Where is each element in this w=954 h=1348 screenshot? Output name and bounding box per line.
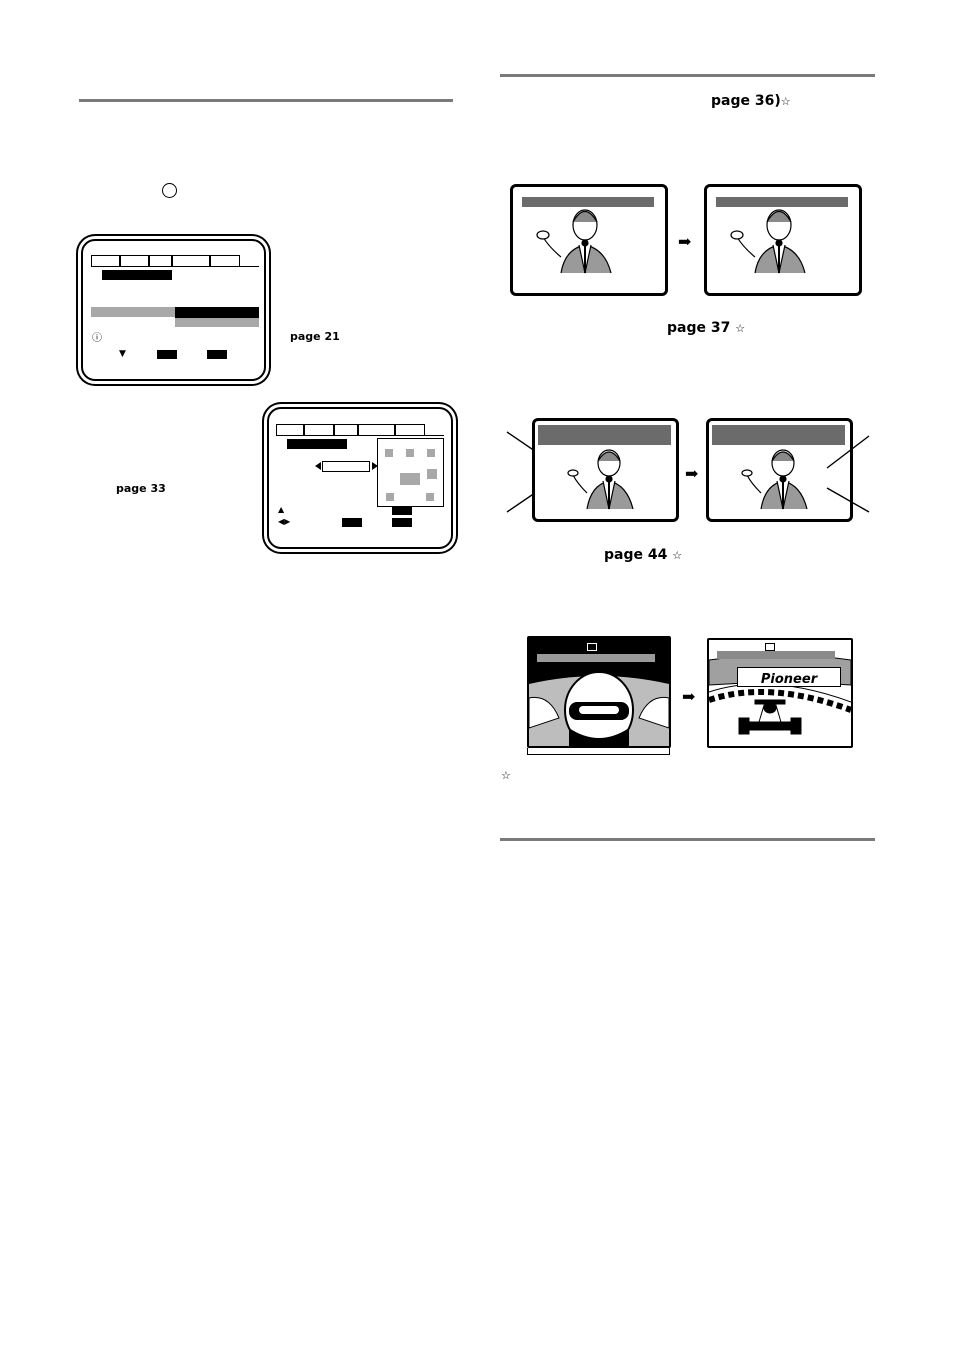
osd-tab xyxy=(358,424,395,435)
subtitle-bar xyxy=(538,425,671,445)
osd-button-2 xyxy=(207,350,227,359)
osd-menu-screen-1: ⓘ ▼ xyxy=(81,239,266,381)
subtitle-bar xyxy=(712,425,845,445)
star-icon: ☆ xyxy=(672,549,683,562)
speaker-front-left-icon xyxy=(385,449,393,457)
racer-helmet-illustration xyxy=(529,638,669,746)
osd-right-arrow-icon xyxy=(372,462,378,470)
osd-tab xyxy=(172,255,210,266)
presenter-illustration xyxy=(567,449,634,510)
osd-tab xyxy=(91,255,120,266)
osd-tabs xyxy=(91,255,259,267)
speaker-center-icon xyxy=(406,449,414,457)
subtitle-bar xyxy=(522,197,654,207)
osd-option xyxy=(175,318,259,327)
camera-icon xyxy=(765,643,775,651)
listener-sofa-icon xyxy=(400,473,420,485)
osd-speaker-setup-screen: ▲ ◀▶ xyxy=(267,407,453,549)
page-ref-33: page 33 xyxy=(116,482,166,495)
osd-tabs xyxy=(276,424,444,436)
camera-icon xyxy=(587,643,597,651)
tv-screen-presenter-before xyxy=(510,184,668,296)
osd-menu-title-bar xyxy=(287,439,347,449)
osd-value-box xyxy=(322,461,370,472)
presenter-illustration xyxy=(730,209,806,274)
speaker-subwoofer-icon xyxy=(427,469,437,479)
page-ref-36: page 36)☆ xyxy=(711,93,791,109)
page-ref-37: page 37 ☆ xyxy=(667,320,745,336)
subtitle-bar xyxy=(716,197,848,207)
left-right-arrows-icon: ◀▶ xyxy=(278,517,291,526)
presenter-illustration xyxy=(536,209,612,274)
frame-underline xyxy=(527,748,670,755)
camera-angle-lines-right xyxy=(826,435,870,513)
presenter-illustration xyxy=(741,449,808,510)
transition-arrow-icon: ➡ xyxy=(682,687,696,706)
subtitle-bar xyxy=(717,651,835,659)
page-ref-44-text: page 44 xyxy=(604,547,668,563)
osd-menu-title-bar xyxy=(102,270,172,280)
section-rule-right-top xyxy=(500,74,875,77)
osd-tab xyxy=(149,255,172,266)
brand-logo: Pioneer xyxy=(760,672,818,687)
transition-arrow-icon: ➡ xyxy=(685,464,699,483)
osd-button-1 xyxy=(342,518,362,527)
osd-tab xyxy=(334,424,358,435)
osd-selected-option xyxy=(175,307,259,318)
speaker-front-right-icon xyxy=(427,449,435,457)
osd-tab-active xyxy=(210,255,240,266)
osd-button xyxy=(392,506,412,515)
transition-arrow-icon: ➡ xyxy=(678,232,692,251)
brand-logo-banner: Pioneer xyxy=(737,667,841,687)
section-rule-right-bottom xyxy=(500,838,875,841)
osd-button-1 xyxy=(157,350,177,359)
osd-tab xyxy=(395,424,425,435)
speaker-surround-left-icon xyxy=(386,493,394,501)
tv-screen-race-car: Pioneer xyxy=(707,638,853,748)
page-ref-21: page 21 xyxy=(290,330,340,343)
osd-left-arrow-icon xyxy=(315,462,321,470)
page-ref-37-text: page 37 xyxy=(667,320,731,336)
speaker-surround-right-icon xyxy=(426,493,434,501)
tv-screen-racer-helmet xyxy=(527,636,671,748)
section-rule-left xyxy=(79,99,453,102)
circle-marker-icon xyxy=(162,183,177,198)
speaker-layout-panel xyxy=(377,438,444,507)
osd-tab-active xyxy=(304,424,334,435)
star-icon: ☆ xyxy=(735,322,746,335)
page-ref-44: page 44 ☆ xyxy=(604,547,682,563)
page-ref-36-text: page 36) xyxy=(711,93,781,109)
subtitle-bar xyxy=(537,654,655,662)
osd-highlight-row xyxy=(91,307,175,317)
tv-screen-angle-2 xyxy=(706,418,853,522)
osd-tab xyxy=(276,424,304,435)
osd-button-2 xyxy=(392,518,412,527)
footnote-star-icon: ☆ xyxy=(501,769,511,782)
down-arrow-icon: ▼ xyxy=(119,349,126,359)
star-icon: ☆ xyxy=(780,95,791,108)
tv-screen-angle-1 xyxy=(532,418,679,522)
info-icon: ⓘ xyxy=(92,333,102,344)
tv-screen-presenter-after xyxy=(704,184,862,296)
osd-tab xyxy=(120,255,149,266)
up-arrow-icon: ▲ xyxy=(278,505,285,514)
